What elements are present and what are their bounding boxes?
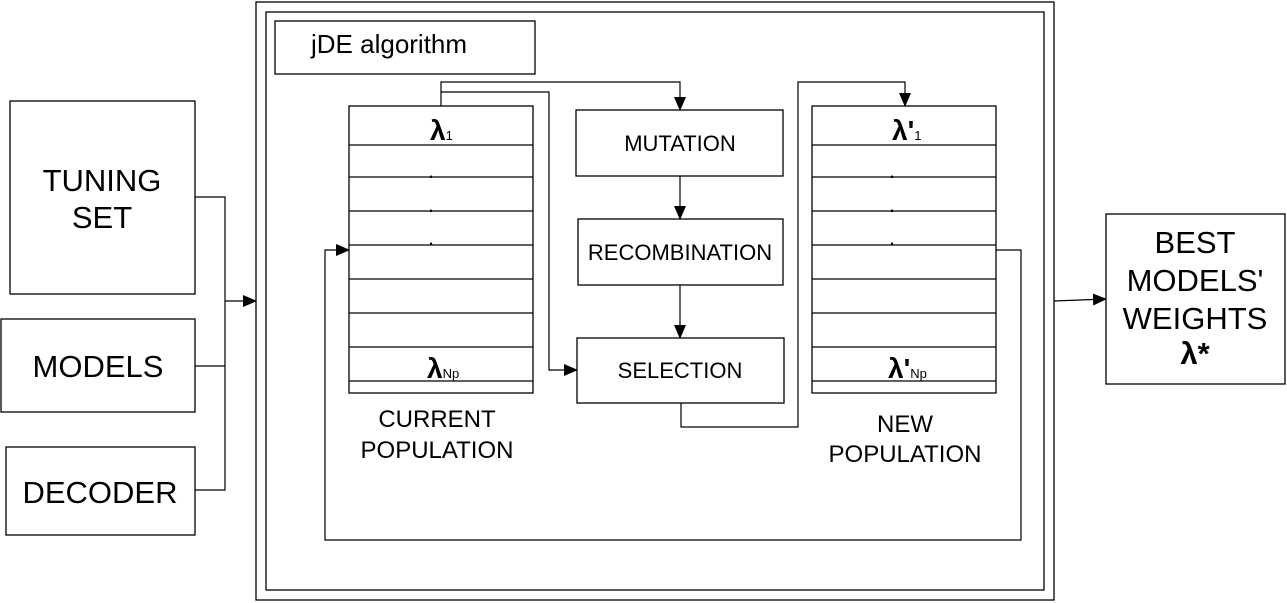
arrow-to-selection [441,91,578,376]
current-last-individual: λNp [427,353,459,384]
tuning-set-label-line2: SET [72,200,132,235]
new-dot-1: . [889,158,895,183]
decoder-box: DECODER [5,446,196,536]
new-last-individual: λ'Np [888,353,927,384]
current-population-table: λ1 . . . λNp [348,105,534,394]
selection-box: SELECTION [576,337,785,404]
decoder-label: DECODER [22,475,177,510]
new-population-caption-line2: POPULATION [829,441,982,468]
output-line-2: MODELS' [1127,263,1264,298]
input-connectors [195,196,257,491]
models-label: MODELS [33,349,164,384]
new-population-table: λ'1 . . . λ'Np [811,105,997,394]
recombination-label: RECOMBINATION [588,240,772,265]
current-population-caption-line1: CURRENT [378,406,496,433]
arrow-selection-to-new-population [680,81,911,428]
new-dot-3: . [889,225,895,250]
new-dot-2: . [889,192,895,217]
current-dot-2: . [428,192,434,217]
mutation-label: MUTATION [624,131,736,156]
output-line-1: BEST [1155,225,1236,260]
recombination-box: RECOMBINATION [577,218,784,286]
flow-arrows [324,81,1022,541]
algorithm-title: jDE algorithm [310,29,467,59]
tuning-set-label-line1: TUNING [43,163,162,198]
algorithm-title-box: jDE algorithm [274,20,536,75]
arrow-to-output [1053,293,1107,306]
output-line-3: WEIGHTS [1123,301,1268,336]
current-first-individual: λ1 [430,115,453,146]
current-dot-1: . [428,158,434,183]
arrow-to-mutation [440,81,686,111]
new-first-individual: λ'1 [892,115,921,146]
arrow-feedback-loop [324,244,1022,541]
current-dot-3: . [428,225,434,250]
best-weights-box: BEST MODELS' WEIGHTS λ* [1105,213,1286,385]
selection-label: SELECTION [618,358,743,383]
output-line-4: λ* [1180,336,1210,371]
current-population-caption-line2: POPULATION [361,437,514,464]
mutation-box: MUTATION [575,109,784,177]
new-population-caption-line1: NEW [877,411,933,438]
tuning-set-box: TUNING SET [9,100,196,295]
models-box: MODELS [0,318,196,413]
